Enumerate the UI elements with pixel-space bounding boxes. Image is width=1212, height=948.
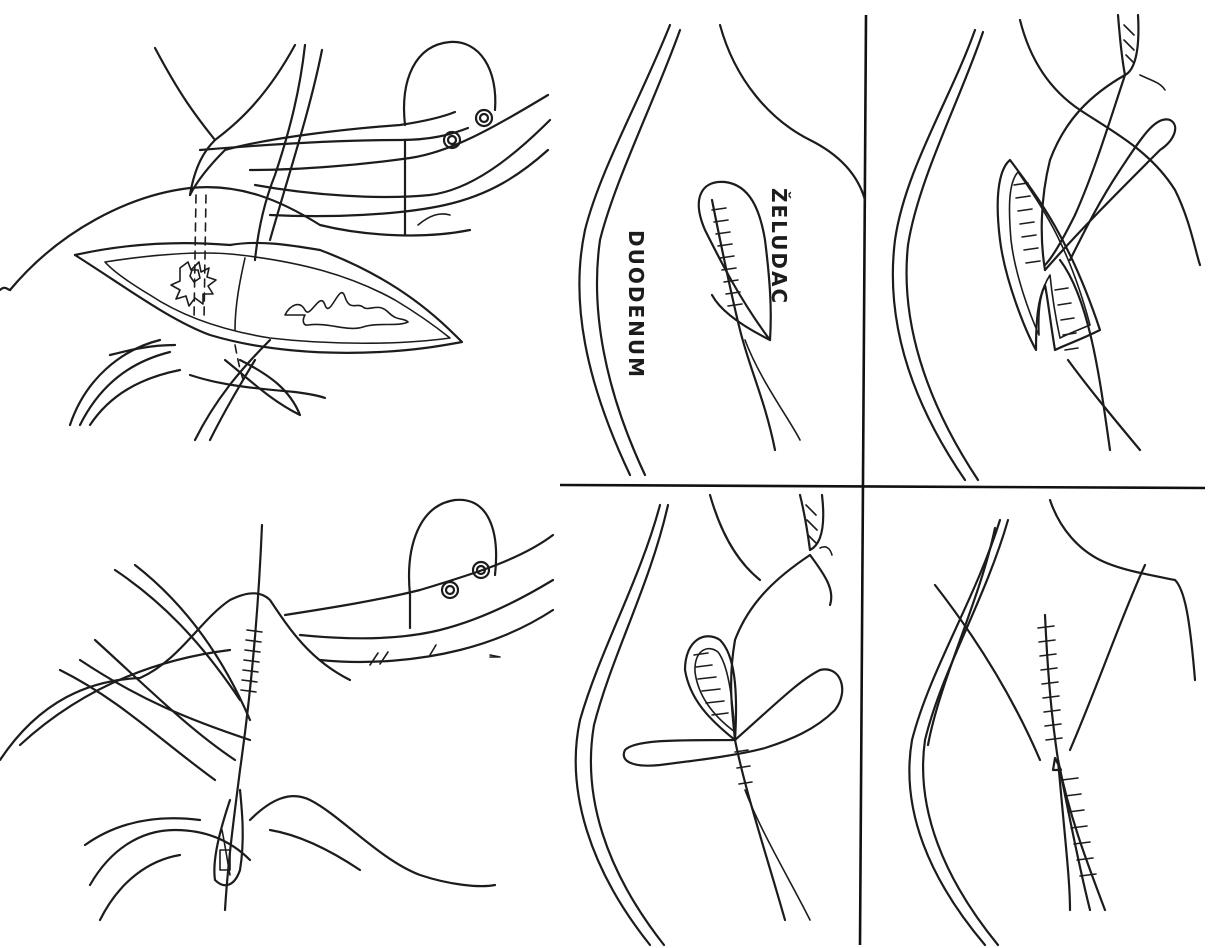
- suture-stitches-e: [694, 653, 752, 784]
- label-zeludac: ŽELUDAC: [767, 188, 791, 305]
- panel-bottom-right: [909, 500, 1195, 945]
- panel-top-right: [893, 15, 1200, 480]
- suture-stitches-f: [1038, 626, 1096, 876]
- label-duodenum: DUODENUM: [624, 230, 648, 379]
- panel-top-middle: ŽELUDAC DUODENUM: [579, 25, 865, 475]
- panel-top-left: [0, 42, 550, 440]
- panel-dividers: [560, 15, 1205, 945]
- panel-bottom-middle: [576, 495, 842, 945]
- panel-bottom-left: [0, 500, 553, 920]
